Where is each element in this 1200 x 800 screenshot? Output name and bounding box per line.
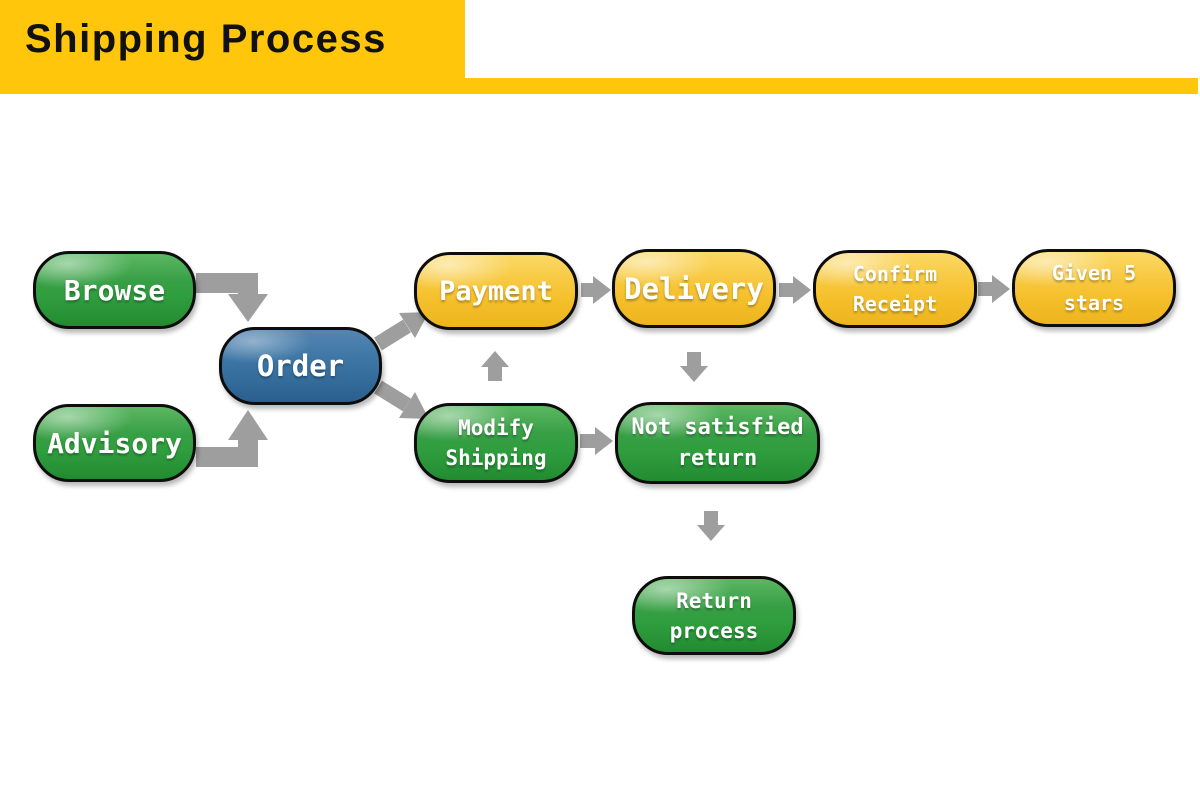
arrowhead-delivery-to-not-satisfied-return — [680, 366, 708, 382]
node-modify-shipping-label: Modify — [458, 416, 534, 440]
arrowhead-confirm-receipt-to-given-5-stars — [992, 275, 1010, 303]
node-delivery: Delivery — [612, 249, 776, 328]
node-payment: Payment — [414, 252, 578, 330]
node-not-satisfied-return-label: Not satisfied — [631, 415, 804, 440]
node-confirm-receipt-label: Confirm — [852, 262, 938, 286]
node-delivery-label: Delivery — [624, 271, 764, 306]
node-modify-shipping: Modify Shipping — [414, 403, 578, 483]
arrowhead-not-satisfied-return-to-return-process — [697, 525, 725, 541]
header-underline — [0, 78, 1198, 94]
node-advisory-label: Advisory — [47, 426, 182, 460]
header-bar: Shipping Process — [0, 0, 465, 78]
node-browse-label: Browse — [63, 273, 166, 307]
arrow-order-to-payment — [374, 319, 411, 351]
arrowhead-browse-to-order — [228, 294, 268, 322]
node-return-process: Return process — [632, 576, 796, 655]
arrowhead-advisory-to-order — [228, 410, 268, 440]
node-confirm-receipt: Confirm Receipt — [813, 250, 977, 328]
node-payment-label: Payment — [439, 275, 553, 307]
arrowhead-modify-shipping-to-payment — [481, 351, 509, 367]
node-order: Order — [219, 327, 382, 405]
node-order-label: Order — [256, 349, 345, 383]
node-return-process-label: Return — [676, 588, 752, 613]
arrow-browse-to-order — [196, 273, 258, 296]
page-title: Shipping Process — [25, 16, 387, 61]
arrowhead-order-to-payment — [399, 312, 429, 338]
arrowhead-payment-to-delivery — [593, 276, 611, 304]
arrow-order-to-modify-shipping — [374, 380, 411, 412]
node-given-5-stars: Given 5 stars — [1012, 249, 1176, 327]
node-advisory: Advisory — [33, 404, 196, 482]
node-not-satisfied-return: Not satisfied return — [615, 402, 820, 484]
arrowhead-order-to-modify-shipping — [399, 392, 429, 419]
arrowhead-delivery-to-confirm-receipt — [793, 276, 811, 304]
arrowhead-modify-shipping-to-not-satisfied-return — [595, 427, 613, 455]
arrow-advisory-to-order — [196, 440, 258, 467]
node-browse: Browse — [33, 251, 196, 329]
node-given-5-stars-label: Given 5 — [1051, 261, 1137, 285]
